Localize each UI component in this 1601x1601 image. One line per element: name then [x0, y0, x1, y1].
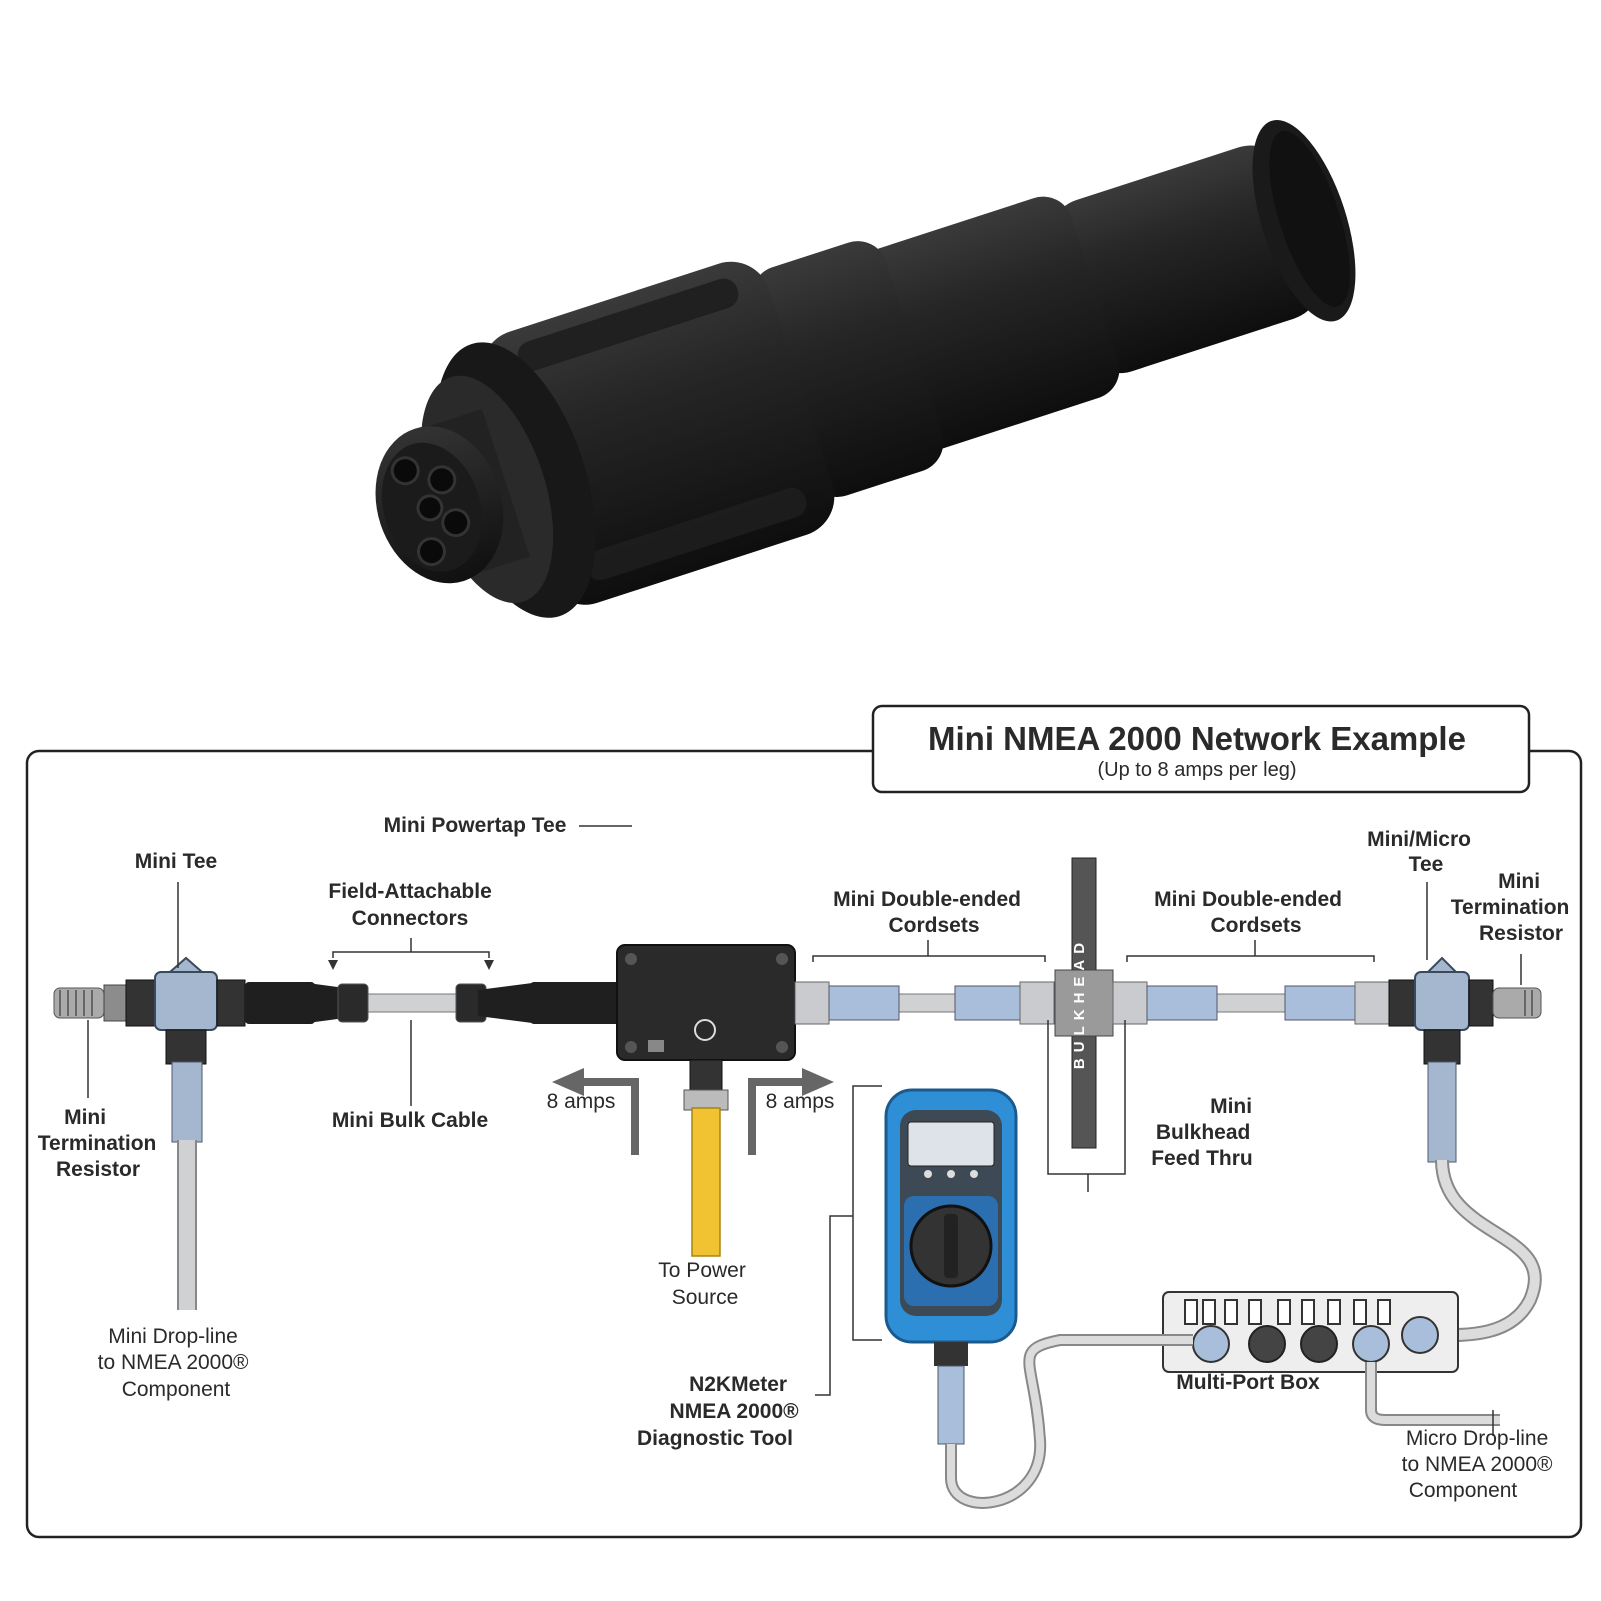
- diagram-title: Mini NMEA 2000 Network Example: [928, 720, 1466, 757]
- bulkhead-label: BULKHEAD: [1071, 937, 1088, 1069]
- label-mini-tee: Mini Tee: [135, 850, 217, 873]
- termination-resistor-left: [53, 984, 127, 1022]
- label-drop-line-mini: Mini Drop-line to NMEA 2000® Component: [98, 1325, 255, 1401]
- diagram-subtitle: (Up to 8 amps per leg): [1098, 759, 1297, 781]
- label-drop-line-micro: Micro Drop-line to NMEA 2000® Component: [1402, 1427, 1559, 1502]
- diagram-frame: [25, 749, 1583, 1539]
- backbone-cable-left: [359, 993, 461, 1013]
- connector-photo: [375, 120, 1356, 618]
- cordset-left: [794, 981, 1055, 1025]
- power-lead: [691, 1107, 721, 1257]
- mini-micro-tee: [1388, 956, 1494, 1163]
- label-bulkhead-feed: Mini Bulkhead Feed Thru: [1151, 1095, 1258, 1170]
- multi-port-box: [1162, 1291, 1459, 1373]
- label-double-ended-right: Mini Double-ended Cordsets: [1154, 888, 1348, 937]
- termination-resistor-right: [1492, 987, 1542, 1019]
- amps-arrow-left: [580, 1078, 639, 1155]
- label-mini-powertap-tee: Mini Powertap Tee: [384, 814, 567, 837]
- label-double-ended-left: Mini Double-ended Cordsets: [833, 888, 1027, 937]
- cordset-right: [1112, 981, 1390, 1025]
- label-multi-port-box: Multi-Port Box: [1176, 1371, 1320, 1394]
- label-mini-bulk-cable: Mini Bulk Cable: [332, 1109, 488, 1132]
- field-connector-left: [245, 982, 369, 1024]
- label-mini-micro-tee: Mini/Micro Tee: [1367, 828, 1477, 876]
- label-termination-right: Mini Termination Resistor: [1451, 870, 1575, 945]
- label-field-attachable: Field-Attachable Connectors: [328, 880, 497, 930]
- meter-cable: [945, 1334, 1193, 1509]
- label-n2kmeter: N2KMeter NMEA 2000® Diagnostic Tool: [637, 1373, 804, 1450]
- mini-tee-left: [125, 956, 246, 1143]
- label-power-source: To Power Source: [658, 1259, 751, 1309]
- title-box: [871, 704, 1531, 794]
- bulkhead-plate: BULKHEAD: [1054, 857, 1114, 1149]
- powertap-tee-box: [616, 944, 796, 1111]
- n2kmeter-device: [884, 1088, 1018, 1445]
- field-connector-right: [455, 982, 620, 1024]
- label-amps-right: 8 amps: [766, 1090, 835, 1113]
- label-termination-left: Mini Termination Resistor: [38, 1106, 162, 1181]
- amps-arrow-right: [748, 1078, 805, 1155]
- label-amps-left: 8 amps: [547, 1090, 616, 1113]
